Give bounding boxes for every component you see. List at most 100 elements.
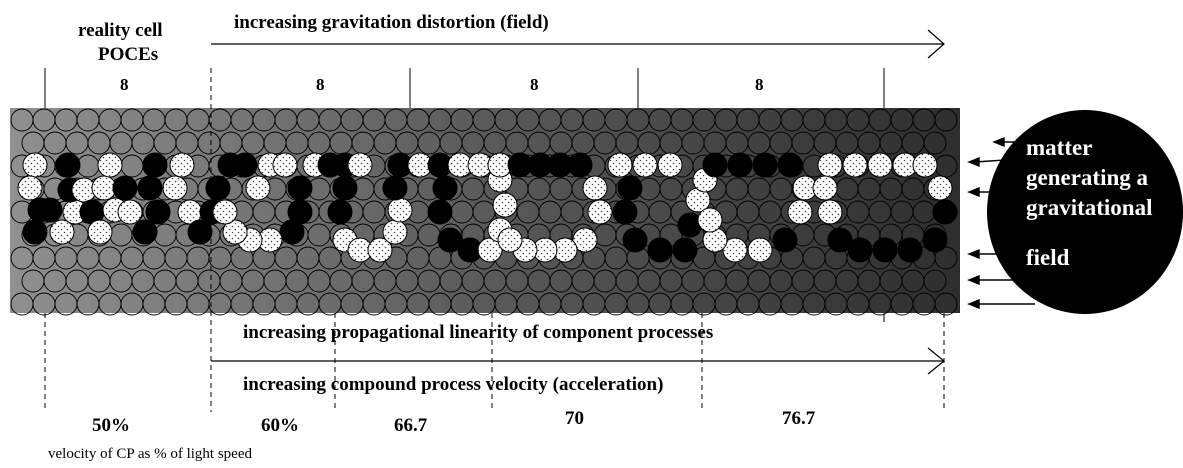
velocity-arrow bbox=[211, 347, 945, 375]
black-poce bbox=[922, 227, 948, 253]
black-poce bbox=[22, 219, 48, 245]
velocity-70: 70 bbox=[565, 408, 584, 429]
black-poce bbox=[752, 152, 778, 178]
black-poce bbox=[37, 197, 63, 223]
top-arrow-label: increasing gravitation distortion (field… bbox=[234, 12, 549, 33]
black-poce bbox=[622, 227, 648, 253]
dotted-poce bbox=[245, 175, 271, 201]
velocity-arrow-label: increasing compound process velocity (ac… bbox=[243, 374, 664, 395]
velocity-66-7: 66.7 bbox=[394, 415, 428, 436]
dotted-poce bbox=[162, 175, 188, 201]
black-poce bbox=[847, 237, 873, 263]
black-poce bbox=[897, 237, 923, 263]
velocity-60: 60% bbox=[261, 415, 299, 436]
dotted-poce bbox=[272, 152, 298, 178]
dotted-poce bbox=[222, 219, 248, 245]
cell-count-1: 8 bbox=[120, 75, 129, 94]
matter-line-2: generating a bbox=[1026, 165, 1149, 190]
dotted-poce bbox=[382, 219, 408, 245]
dotted-poce bbox=[87, 219, 113, 245]
black-poce bbox=[187, 219, 213, 245]
black-poce bbox=[932, 199, 958, 225]
field-arrow-head bbox=[967, 274, 980, 286]
matter-line-3: gravitational bbox=[1026, 195, 1153, 220]
dotted-poce bbox=[787, 199, 813, 225]
grid-circle bbox=[923, 269, 947, 293]
dotted-poce bbox=[49, 219, 75, 245]
dotted-poce bbox=[347, 152, 373, 178]
dotted-poce bbox=[722, 237, 748, 263]
field-arrow-head bbox=[967, 186, 980, 198]
reality-cell-label: reality cell bbox=[78, 20, 163, 41]
black-poce bbox=[672, 237, 698, 263]
dotted-poce bbox=[22, 152, 48, 178]
grid-circle bbox=[934, 108, 958, 132]
dotted-poce bbox=[572, 227, 598, 253]
poces-label: POCEs bbox=[98, 44, 159, 65]
field-arrow-head bbox=[967, 298, 980, 310]
black-poce bbox=[772, 227, 798, 253]
matter-line-1: matter bbox=[1026, 135, 1093, 160]
black-poce bbox=[827, 227, 853, 253]
velocity-50: 50% bbox=[92, 415, 130, 436]
black-poce bbox=[612, 199, 638, 225]
dotted-poce bbox=[927, 175, 953, 201]
dotted-poce bbox=[387, 197, 413, 223]
dotted-poce bbox=[817, 199, 843, 225]
black-poce bbox=[332, 175, 358, 201]
dotted-poce bbox=[632, 152, 658, 178]
dotted-poce bbox=[492, 192, 518, 218]
dotted-poce bbox=[582, 175, 608, 201]
black-poce bbox=[232, 152, 258, 178]
mid-label: increasing propagational linearity of co… bbox=[243, 322, 714, 343]
cell-count-4: 8 bbox=[755, 75, 764, 94]
dotted-poce bbox=[912, 152, 938, 178]
dotted-poce bbox=[587, 199, 613, 225]
black-poce bbox=[287, 175, 313, 201]
black-poce bbox=[205, 175, 231, 201]
dotted-poce bbox=[697, 207, 723, 233]
dotted-poce bbox=[657, 152, 683, 178]
black-poce bbox=[647, 237, 673, 263]
cell-count-3: 8 bbox=[530, 75, 539, 94]
dotted-poce bbox=[169, 152, 195, 178]
dotted-poce bbox=[747, 237, 773, 263]
black-poce bbox=[132, 219, 158, 245]
footnote: velocity of CP as % of light speed bbox=[48, 446, 252, 462]
field-arrow-head bbox=[967, 248, 980, 260]
black-poce bbox=[137, 175, 163, 201]
dotted-poce bbox=[97, 152, 123, 178]
black-poce bbox=[872, 237, 898, 263]
black-poce bbox=[279, 219, 305, 245]
black-poce bbox=[327, 199, 353, 225]
grid-circle bbox=[923, 131, 947, 155]
black-poce bbox=[432, 175, 458, 201]
black-poce bbox=[437, 227, 463, 253]
matter-ball bbox=[987, 110, 1183, 314]
black-poce bbox=[145, 199, 171, 225]
dotted-poce bbox=[817, 152, 843, 178]
poce-chain bbox=[17, 152, 958, 263]
velocity-76-7: 76.7 bbox=[782, 408, 816, 429]
dotted-poce bbox=[117, 199, 143, 225]
grid-circle bbox=[934, 246, 958, 270]
dotted-poce bbox=[867, 152, 893, 178]
matter-line-4: field bbox=[1026, 245, 1070, 270]
field-arrow-head bbox=[967, 156, 980, 168]
dotted-poce bbox=[17, 175, 43, 201]
black-poce bbox=[427, 199, 453, 225]
dotted-poce bbox=[842, 152, 868, 178]
black-poce bbox=[702, 152, 728, 178]
dotted-poce bbox=[607, 152, 633, 178]
black-poce bbox=[567, 152, 593, 178]
dotted-poce bbox=[367, 237, 393, 263]
grid-circle bbox=[934, 292, 958, 316]
black-poce bbox=[727, 152, 753, 178]
dotted-poce bbox=[212, 199, 238, 225]
top-arrow bbox=[211, 29, 945, 59]
dotted-poce bbox=[477, 237, 503, 263]
dotted-poce bbox=[812, 175, 838, 201]
dotted-poce bbox=[91, 175, 117, 201]
black-poce bbox=[382, 175, 408, 201]
